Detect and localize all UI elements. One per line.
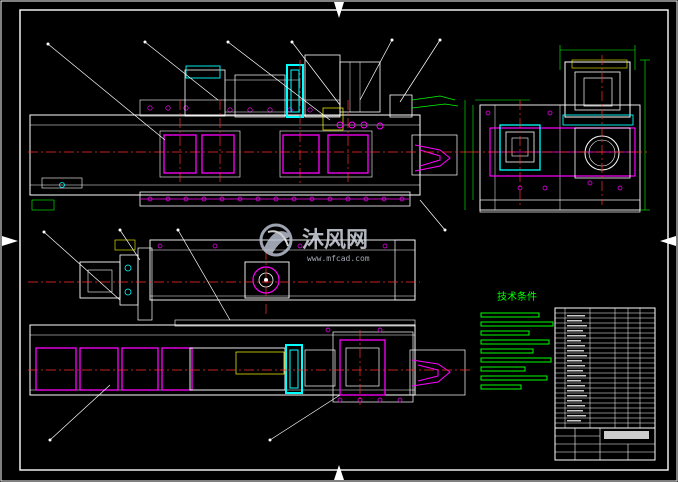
mufeng-logo-icon xyxy=(259,223,293,257)
triangle-marker-icon xyxy=(2,236,18,246)
material-boxes-top xyxy=(163,134,369,174)
technical-notes: 技术条件 xyxy=(480,290,554,390)
triangle-marker-icon xyxy=(660,236,676,246)
bom-rows xyxy=(555,308,655,428)
triangle-marker-icon xyxy=(334,465,344,480)
title-block xyxy=(554,307,656,461)
side-view xyxy=(464,45,650,213)
watermark-brand: 沐风网 xyxy=(302,228,368,253)
centerlines-side xyxy=(470,55,650,205)
leader-dots xyxy=(42,38,447,442)
gripper-bottom xyxy=(411,359,451,387)
bom-text-marks xyxy=(567,315,649,439)
front-view-top xyxy=(29,54,459,211)
centerlines-bottom xyxy=(28,250,470,405)
chain-pins-top xyxy=(147,196,405,202)
gripper-top xyxy=(414,144,451,172)
title-block-cells xyxy=(555,428,655,460)
leader-lines xyxy=(43,39,446,441)
watermark: 沐风网 www.mfcad.com xyxy=(259,223,370,263)
centerlines-top xyxy=(28,60,470,185)
watermark-url: www.mfcad.com xyxy=(307,254,370,263)
triangle-marker-icon xyxy=(334,2,344,18)
plan-view-bottom xyxy=(29,239,466,403)
notes-title: 技术条件 xyxy=(497,290,537,303)
material-boxes-bottom xyxy=(35,347,193,391)
